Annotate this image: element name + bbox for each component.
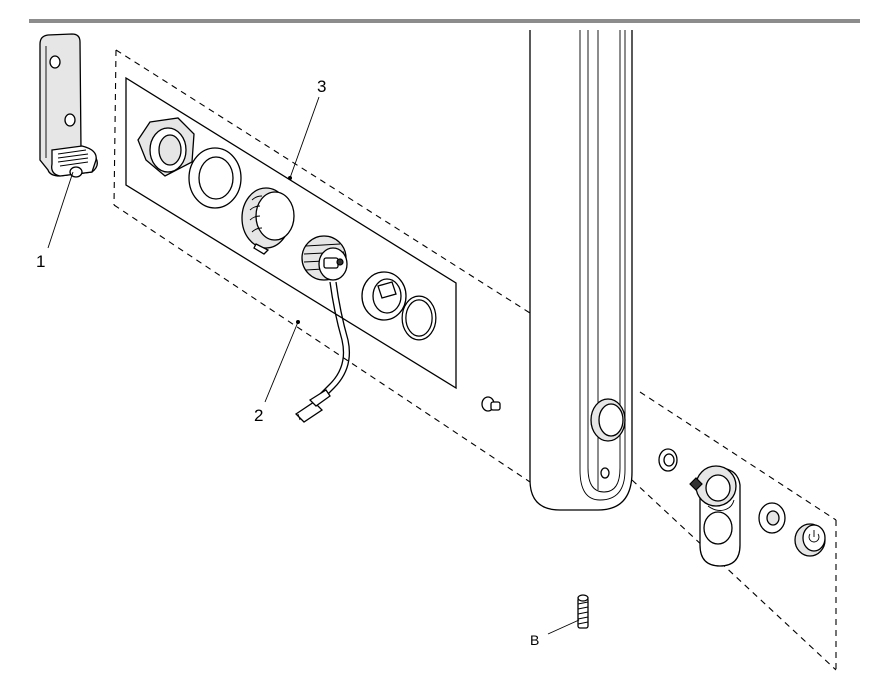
vertical-rail <box>529 30 633 511</box>
header-rule <box>29 19 860 23</box>
callout-1: 1 <box>36 252 45 271</box>
o-ring <box>401 295 437 341</box>
exploded-envelope-right <box>631 391 837 671</box>
bracket-part-1 <box>39 33 98 178</box>
callout-b: B <box>530 632 539 648</box>
leader-line-3 <box>289 96 320 179</box>
callout-3: 3 <box>317 77 326 96</box>
kit-panel-part-3 <box>125 76 457 390</box>
hex-nut <box>137 117 195 177</box>
set-screw-b <box>577 594 589 629</box>
threaded-ring <box>241 187 295 255</box>
leader-line-2 <box>264 321 299 403</box>
exploded-envelope-left <box>113 49 531 483</box>
keyed-sleeve <box>361 271 407 321</box>
spacer-washer <box>758 502 786 534</box>
callout-2: 2 <box>254 406 263 425</box>
cable-connector <box>301 235 348 281</box>
leader-line-b <box>547 619 580 635</box>
cable-part-2 <box>294 281 351 423</box>
small-washer <box>658 448 678 472</box>
flat-washer <box>188 147 242 209</box>
power-button-cap <box>794 523 826 557</box>
rail-mounting-hole <box>590 398 626 442</box>
rail-small-hole <box>600 467 610 479</box>
power-icon <box>808 530 820 543</box>
button-housing <box>689 465 741 567</box>
small-pin <box>481 396 501 412</box>
leader-line-1 <box>47 171 74 249</box>
